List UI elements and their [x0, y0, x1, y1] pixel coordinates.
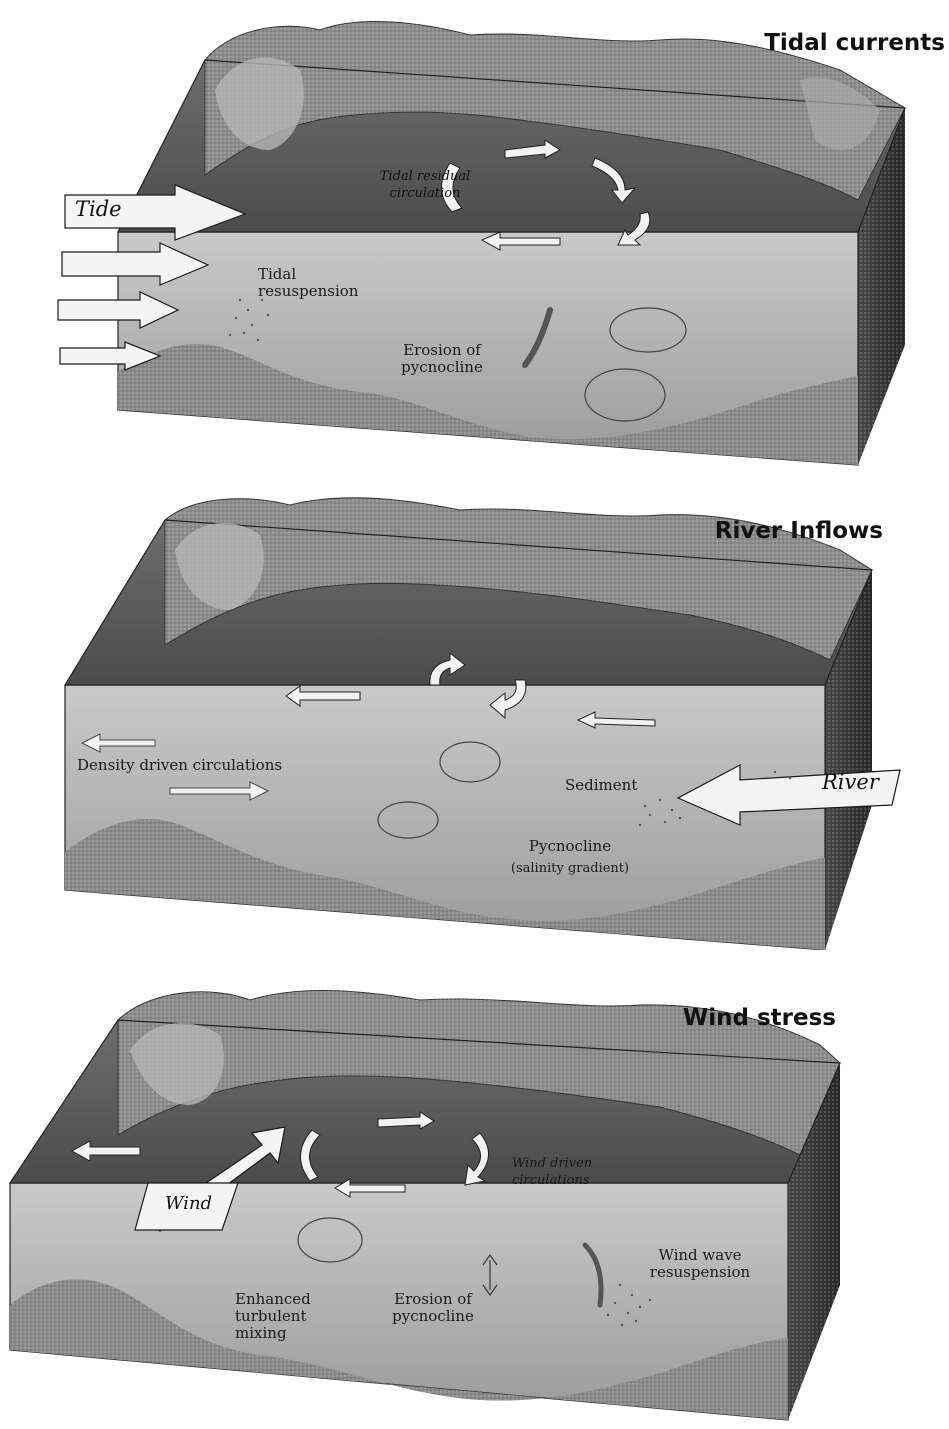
panel-title-tidal: Tidal currents: [764, 30, 945, 56]
tidal-block-diagram: [0, 0, 949, 470]
wind-arrow-label: Wind: [165, 1193, 212, 1214]
label-tidal-resuspension: Tidal resuspension: [258, 266, 368, 300]
panel-tidal-currents: Tidal currents Tide Tidal residual circu…: [0, 0, 949, 470]
panel-wind-stress: Wind stress Wind Wind driven circulation…: [0, 955, 949, 1429]
label-density-driven-circulations: Density driven circulations: [77, 757, 282, 774]
tide-arrow-label: Tide: [75, 197, 122, 221]
label-erosion-of-pycnocline: Erosion of pycnocline: [382, 342, 502, 376]
label-salinity-gradient: (salinity gradient): [500, 860, 640, 877]
label-sediment: Sediment: [565, 777, 637, 794]
label-erosion-of-pycnocline-wind: Erosion of pycnocline: [378, 1291, 488, 1325]
label-enhanced-turbulent-mixing: Enhanced turbulent mixing: [235, 1291, 335, 1342]
label-tidal-residual-circulation: Tidal residual circulation: [360, 168, 490, 202]
river-block-diagram: [0, 480, 949, 950]
panel-river-inflows: River Inflows River Density driven circu…: [0, 480, 949, 950]
label-wind-wave-resuspension: Wind wave resuspension: [635, 1247, 765, 1281]
river-arrow-label: River: [822, 770, 879, 794]
panel-title-wind: Wind stress: [683, 1005, 836, 1031]
label-pycnocline: Pycnocline: [500, 838, 640, 855]
label-wind-driven-circulations: Wind driven circulations: [512, 1155, 612, 1189]
panel-title-river: River Inflows: [715, 518, 883, 544]
